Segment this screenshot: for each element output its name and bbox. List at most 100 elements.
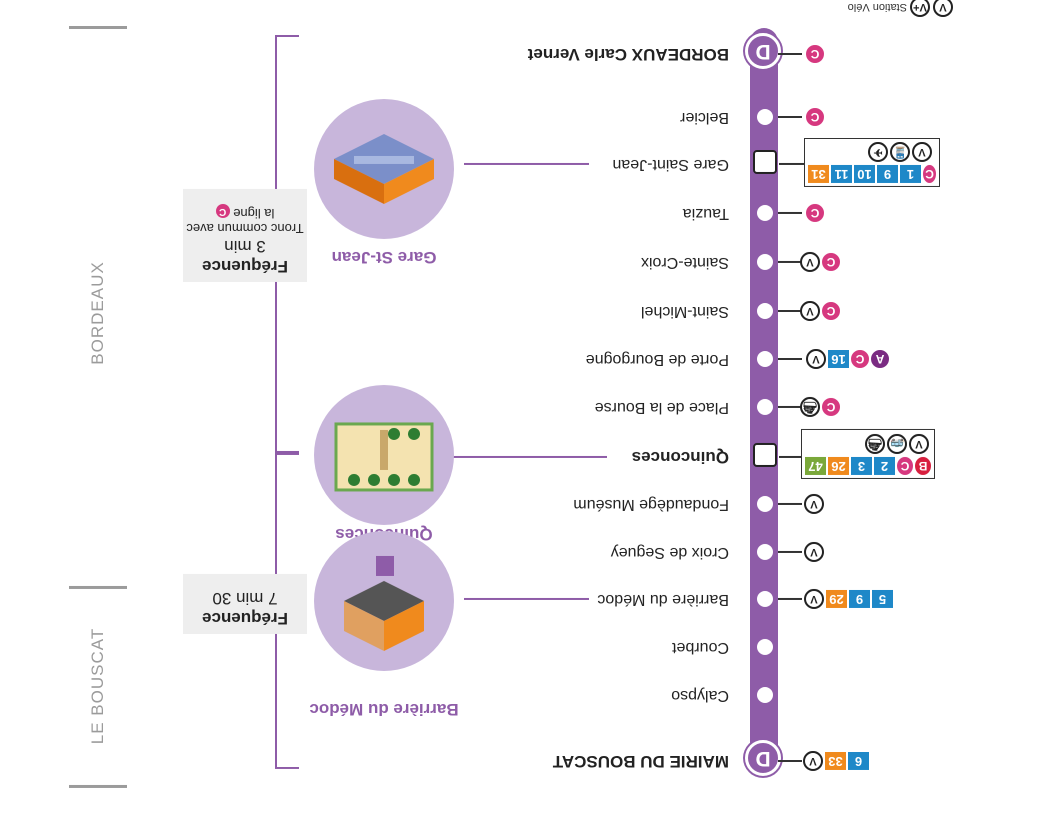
tram-c-icon: C (923, 165, 936, 183)
vcub-plus-icon: V+ (910, 0, 930, 17)
connector (778, 310, 802, 312)
vcub-icon: V (804, 494, 824, 514)
connector (778, 116, 802, 118)
hub-illustration-quinconces (314, 385, 454, 525)
stop-name: Sainte-Croix (640, 254, 729, 271)
correspondance-mairie-bouscat: 6 33 V (803, 751, 869, 771)
tram-a-icon: A (871, 350, 889, 368)
vcub-icon: V (912, 142, 932, 162)
vcub-icon: V (803, 751, 823, 771)
correspondance-porte-bourgogne: A C 16 V (806, 349, 889, 369)
frequency-value: 7 min 30 (212, 589, 278, 608)
icon-row: C 1 9 10 11 31 (808, 165, 936, 183)
legend: V V+ Station Vélo (848, 0, 953, 17)
bus-33-icon: 33 (825, 752, 846, 770)
connector (778, 406, 802, 408)
station-hub-marker (753, 150, 777, 174)
stop-name: Barrière du Médoc (597, 591, 729, 608)
vcub-icon: V (804, 589, 824, 609)
stop-name: Tauzia (682, 205, 729, 222)
stop-marker (757, 399, 773, 415)
icon-row: B C 2 3 26 47 (805, 457, 931, 475)
connector (778, 551, 802, 553)
stop-name: Fondaudège Muséum (573, 496, 729, 513)
bus-6-icon: 6 (848, 752, 869, 770)
tram-c-icon: C (897, 457, 913, 475)
train-icon: 🚆 (890, 142, 910, 162)
stop-name: Place de la Bourse (594, 399, 729, 416)
bus-31-icon: 31 (808, 165, 829, 183)
stop-name: BORDEAUX Carle Vernet (527, 45, 729, 64)
bus-47-icon: 47 (805, 457, 826, 475)
stop-name: Courbet (672, 639, 729, 656)
correspondance-sainte-croix: C V (800, 252, 840, 272)
stop-name: MAIRIE DU BOUSCAT (552, 752, 729, 771)
boat-icon: ⛴ (800, 397, 820, 417)
hub-label-gare-st-jean: Gare St-Jean (331, 248, 437, 267)
hub-connector (464, 163, 589, 165)
correspondance-gare-st-jean: C 1 9 10 11 31 V 🚆 ✈ (804, 138, 940, 187)
vcub-icon: V (909, 434, 929, 454)
stop-name: Calypso (671, 687, 729, 704)
vcub-icon: V (804, 542, 824, 562)
tram-c-icon: C (851, 350, 869, 368)
stop-name: Porte de Bourgogne (585, 351, 729, 368)
correspondance-saint-michel: C V (800, 301, 840, 321)
boat-icon: ⛴ (865, 434, 885, 454)
bus-9-icon: 9 (877, 165, 898, 183)
frequency-box-branch: Fréquence 7 min 30 (183, 574, 307, 634)
frequency-title: Fréquence (202, 609, 288, 628)
hub-illustration-barriere-medoc (314, 531, 454, 671)
hub-connector (464, 598, 589, 600)
tram-c-icon: C (806, 45, 824, 63)
stop-marker (757, 205, 773, 221)
connector (778, 261, 802, 263)
correspondance-fondaudege: V (804, 494, 824, 514)
stop-marker (757, 351, 773, 367)
tram-c-icon: C (822, 302, 840, 320)
bus-5-icon: 5 (872, 590, 893, 608)
hub-label-barriere-medoc: Barrière du Médoc (309, 700, 459, 719)
correspondance-tauzia: C (806, 204, 824, 222)
vcub-icon: V (806, 349, 826, 369)
vcub-icon: V (933, 0, 953, 17)
vcub-icon: V (800, 252, 820, 272)
frequency-title: Fréquence (202, 257, 288, 276)
connector (778, 53, 802, 55)
terminal-marker: D (745, 33, 781, 69)
stop-marker (757, 544, 773, 560)
stop-name: Saint-Michel (640, 303, 729, 320)
connector (778, 598, 802, 600)
stop-marker (757, 639, 773, 655)
tram-c-icon: C (806, 108, 824, 126)
hub-illustration-gare-st-jean (314, 99, 454, 239)
stop-marker (757, 687, 773, 703)
commune-label-bordeaux: BORDEAUX (88, 261, 107, 365)
tram-c-icon: C (806, 204, 824, 222)
terminal-marker: D (745, 740, 781, 776)
vcub-icon: V (800, 301, 820, 321)
bus-9-icon: 9 (849, 590, 870, 608)
airport-bus-icon: ✈ (868, 142, 888, 162)
bus-10-icon: 10 (854, 165, 875, 183)
bus-29-icon: 29 (826, 590, 847, 608)
stop-marker (757, 109, 773, 125)
train-station-icon (334, 134, 434, 204)
stop-marker (757, 254, 773, 270)
correspondance-belcier: C (806, 108, 824, 126)
stop-marker (757, 496, 773, 512)
bus-11-icon: 11 (831, 165, 852, 183)
station-hub-marker (753, 443, 777, 467)
square-icon (334, 422, 434, 492)
connector (778, 358, 802, 360)
tram-c-icon: C (822, 253, 840, 271)
bus-16-icon: 16 (828, 350, 849, 368)
correspondance-croix-seguey: V (804, 542, 824, 562)
shop-building-icon (344, 556, 424, 651)
frequency-note: Tronc commun avec la ligne C (186, 204, 304, 236)
bus-26-icon: 26 (828, 457, 849, 475)
stop-marker (757, 591, 773, 607)
bus-1-icon: 1 (900, 165, 921, 183)
stop-name: Croix de Seguey (610, 544, 729, 561)
connector (778, 760, 802, 762)
